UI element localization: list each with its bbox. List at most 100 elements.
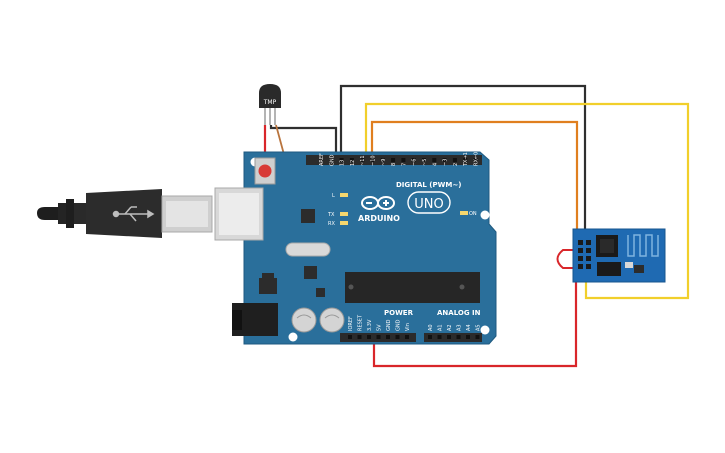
digital-header-label: DIGITAL (PWM~)	[396, 181, 461, 189]
pin-label: 3.3V	[367, 319, 373, 331]
esp-pin-header[interactable]	[578, 240, 591, 269]
mounting-hole	[480, 325, 490, 335]
pin-label: A0	[428, 324, 434, 331]
pin-label: ~6	[412, 159, 418, 166]
pin-label: GND	[386, 319, 392, 331]
pin-label: A5	[476, 324, 482, 331]
power-barrel-jack[interactable]	[232, 303, 278, 336]
esp8266-wifi-module[interactable]	[572, 228, 666, 283]
pin-socket[interactable]	[367, 335, 371, 339]
reset-button[interactable]	[254, 157, 276, 185]
usb-controller-chip	[301, 209, 315, 223]
small-chip	[304, 266, 317, 279]
wire-red-esp-loop[interactable]	[556, 249, 575, 269]
usb-symbol-icon	[112, 206, 155, 222]
pin-socket[interactable]	[401, 158, 406, 162]
pin-socket[interactable]	[386, 335, 390, 339]
pin-socket[interactable]	[376, 335, 381, 339]
small-chip	[316, 288, 325, 297]
pin-socket[interactable]	[466, 335, 470, 339]
pin-label: A2	[447, 324, 453, 331]
pin-socket[interactable]	[360, 158, 365, 162]
pin-label: 4	[432, 163, 438, 166]
power-header-label: POWER	[384, 309, 414, 317]
pin-socket[interactable]	[463, 158, 468, 162]
pin-label: GND	[329, 154, 335, 166]
capacitor	[291, 307, 317, 333]
pin-socket[interactable]	[452, 158, 457, 162]
pin-socket[interactable]	[348, 335, 352, 339]
pin-label: Vin	[405, 323, 411, 331]
capacitor	[319, 307, 345, 333]
led-tx-label: TX	[327, 212, 335, 218]
arduino-uno-board[interactable]: AREF GND 13 12 ~11 ~10 ~9 8 7 ~6 ~5 4 ~3 2 TX→1 RX←0 DI…	[214, 151, 497, 345]
usb-cable-icon	[37, 189, 213, 238]
led-rx-label: RX	[328, 221, 335, 227]
pin-label: AREF	[319, 153, 325, 166]
led-l-label: L	[332, 193, 335, 199]
brand-label: ARDUINO	[358, 214, 400, 223]
pin-socket[interactable]	[432, 158, 437, 162]
pin-label: A3	[457, 324, 463, 331]
pin-socket[interactable]	[411, 158, 416, 162]
pin-label: A1	[438, 324, 444, 331]
temperature-sensor[interactable]: TMP	[259, 84, 281, 125]
pin-label: 7	[401, 163, 407, 166]
pin-label: RESET	[358, 314, 364, 331]
pin-socket[interactable]	[405, 335, 409, 339]
pin-label: ~9	[381, 159, 387, 166]
sensor-label: TMP	[263, 99, 277, 106]
pin-label: TX→1	[463, 152, 469, 167]
pin-label: 13	[340, 160, 346, 166]
crystal-oscillator	[285, 242, 331, 257]
pin-socket[interactable]	[357, 335, 362, 339]
atmega-microcontroller	[345, 272, 480, 303]
analog-header-label: ANALOG IN	[437, 309, 481, 317]
pin-socket[interactable]	[456, 335, 461, 339]
pin-label: RX←0	[474, 152, 480, 166]
pin-socket[interactable]	[437, 335, 442, 339]
digital-pin-labels: AREF GND 13 12 ~11 ~10 ~9 8 7 ~6 ~5 4 ~3 2 TX→1 RX←0	[319, 152, 480, 167]
model-outline	[407, 191, 451, 214]
pin-socket[interactable]	[422, 158, 426, 162]
wire-yellow-d11[interactable]	[364, 102, 690, 300]
pin-label: A4	[466, 324, 472, 331]
infinity-logo-icon	[361, 196, 395, 210]
pin-socket[interactable]	[447, 335, 451, 339]
pin-socket[interactable]	[442, 158, 447, 162]
pin-label: ~5	[422, 159, 428, 166]
esp-flash-chip	[597, 262, 621, 276]
pin-socket[interactable]	[329, 158, 334, 162]
pin-label: ~10	[371, 155, 377, 166]
led-on-label: ON	[469, 211, 477, 217]
wire-orange-d10[interactable]	[370, 120, 579, 240]
pin-socket[interactable]	[428, 335, 432, 339]
pin-label: IOREF	[348, 316, 354, 331]
pin-socket[interactable]	[475, 335, 480, 339]
antenna-trace-icon	[627, 234, 659, 257]
pin-socket[interactable]	[319, 158, 323, 162]
pin-label: 8	[391, 163, 397, 166]
model-label: UNO	[414, 197, 443, 212]
pin-label: 2	[453, 163, 459, 166]
pin-label: ~11	[360, 155, 366, 166]
voltage-regulator	[259, 278, 277, 294]
pin-socket[interactable]	[473, 158, 478, 162]
pin-label: 5V	[377, 324, 383, 331]
mounting-hole	[288, 332, 298, 342]
wire-black-gnd[interactable]	[269, 84, 587, 240]
analog-header[interactable]	[424, 333, 482, 342]
pin-label: GND	[396, 319, 402, 331]
pin-socket[interactable]	[349, 158, 354, 162]
pin-socket[interactable]	[339, 158, 344, 162]
pin-label: ~3	[443, 159, 449, 166]
pin-socket[interactable]	[395, 335, 400, 339]
pin-socket[interactable]	[380, 158, 385, 162]
pin-socket[interactable]	[370, 158, 375, 162]
mounting-hole	[480, 210, 490, 220]
pin-socket[interactable]	[391, 158, 396, 162]
pin-label: 12	[350, 160, 356, 166]
